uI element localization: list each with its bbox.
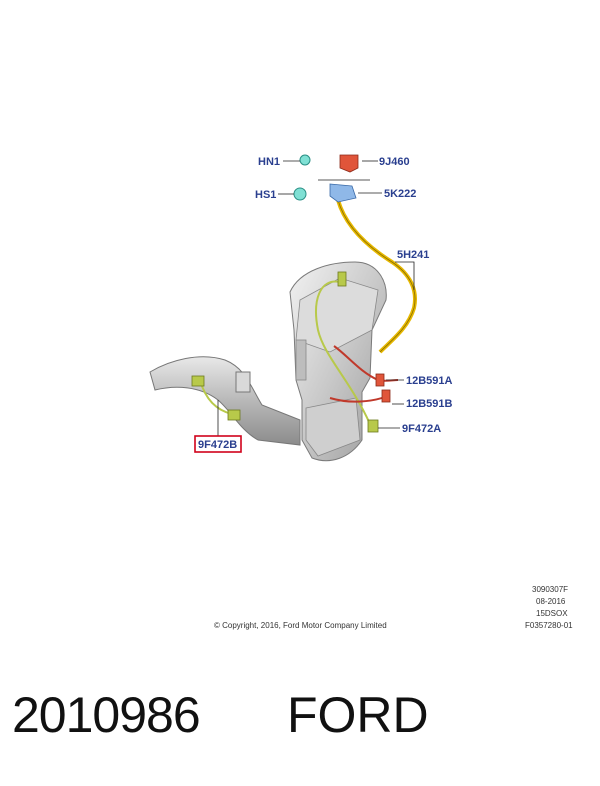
exhaust-sensor-diagram: HN1 9J460 HS1 5K222 5H241 12B591A 12B591… bbox=[149, 154, 573, 630]
harness-5h241-outline bbox=[337, 199, 416, 353]
label-5h241: 5H241 bbox=[397, 249, 429, 261]
brand-name: FORD bbox=[287, 687, 429, 743]
label-9j460: 9J460 bbox=[379, 156, 410, 168]
label-12b591b: 12B591B bbox=[406, 398, 453, 410]
label-5k222: 5K222 bbox=[384, 188, 416, 200]
sensor-9f472a bbox=[367, 419, 379, 433]
copyright-notice: © Copyright, 2016, Ford Motor Company Li… bbox=[214, 621, 387, 630]
meta-line-3: 15DSOX bbox=[536, 609, 568, 618]
connector-hn1 bbox=[299, 154, 311, 166]
flange-left bbox=[295, 339, 307, 381]
sensor-12b591b bbox=[381, 389, 391, 403]
sensor-top bbox=[337, 271, 347, 287]
connector-5k222 bbox=[329, 183, 357, 203]
connector-hs1 bbox=[293, 187, 307, 201]
leader-lines bbox=[217, 160, 415, 436]
metadata-block: 3090307F 08-2016 15DSOX F0357280-01 © Co… bbox=[214, 585, 573, 630]
label-hs1: HS1 bbox=[255, 189, 276, 201]
sensor-9f472b-plug bbox=[191, 375, 205, 387]
wire-green-upper bbox=[315, 280, 371, 425]
label-9f472a: 9F472A bbox=[402, 423, 441, 435]
sensor-12b591a bbox=[375, 373, 385, 387]
pipe-clamp bbox=[235, 371, 251, 393]
meta-line-2: 08-2016 bbox=[536, 597, 566, 606]
meta-line-1: 3090307F bbox=[532, 585, 568, 594]
label-9f472b: 9F472B bbox=[198, 439, 237, 451]
label-hn1: HN1 bbox=[258, 156, 280, 168]
connectors bbox=[191, 154, 391, 433]
exhaust-assembly bbox=[149, 261, 387, 462]
sensor-9f472b bbox=[227, 409, 241, 421]
callout-labels: HN1 9J460 HS1 5K222 5H241 12B591A 12B591… bbox=[194, 156, 453, 453]
part-number: 2010986 bbox=[12, 687, 201, 743]
converter-lower bbox=[305, 397, 361, 457]
inlet-pipe bbox=[149, 356, 301, 446]
connector-9j460 bbox=[339, 154, 359, 173]
highlight-box bbox=[194, 435, 242, 453]
label-12b591a: 12B591A bbox=[406, 375, 453, 387]
meta-line-4: F0357280-01 bbox=[525, 621, 573, 630]
